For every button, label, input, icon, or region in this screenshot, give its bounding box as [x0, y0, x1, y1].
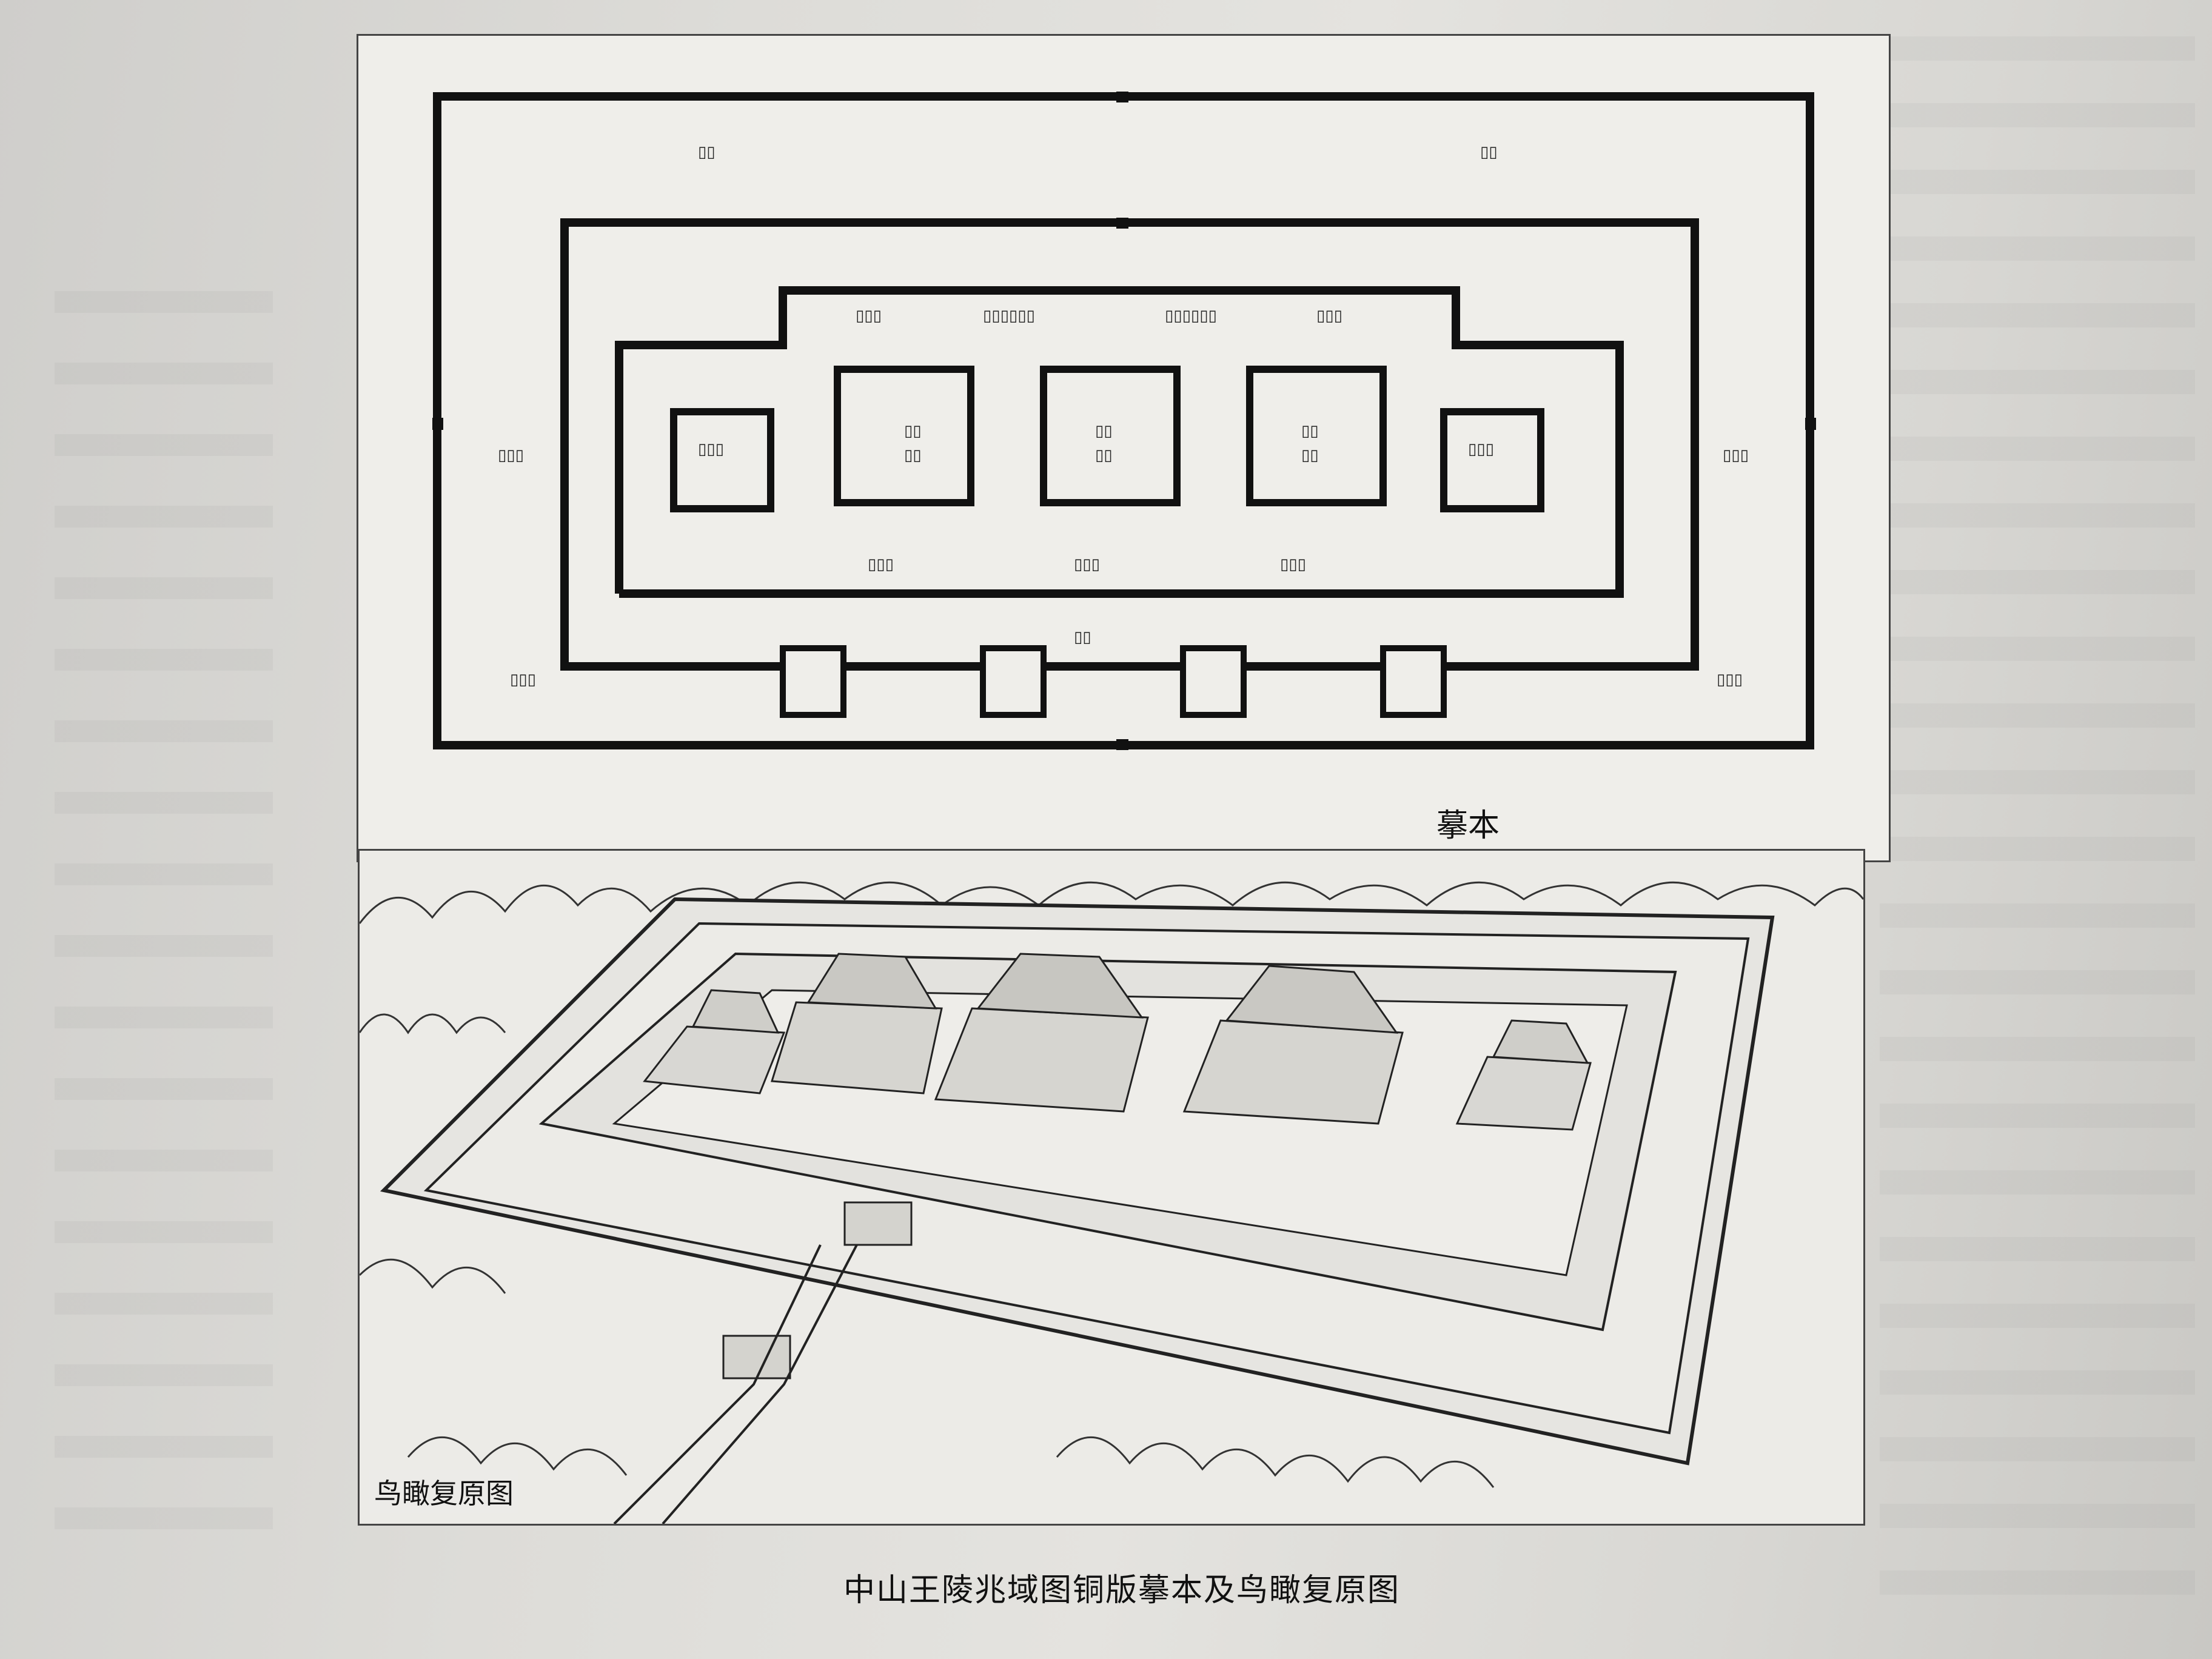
aerial-hall-1 — [643, 989, 786, 1094]
svg-text:▯▯: ▯▯ — [904, 422, 922, 440]
small-hall-2 — [980, 645, 1047, 718]
svg-text:▯▯▯: ▯▯▯ — [498, 446, 524, 464]
view-label: 鸟瞰复原图 — [369, 1470, 518, 1513]
svg-text:▯▯▯: ▯▯▯ — [856, 307, 882, 325]
aerial-view-figure: 鸟瞰复原图 — [358, 849, 1865, 1526]
hall-3 — [1246, 366, 1387, 506]
svg-text:▯▯: ▯▯ — [1480, 143, 1498, 161]
plan-figure: ▯▯▯▯ ▯▯▯▯ ▯▯▯▯ ▯▯▯▯▯▯ ▯▯▯▯▯▯▯▯▯▯▯▯ ▯▯▯▯▯… — [357, 34, 1891, 862]
inner-wall — [560, 218, 1699, 671]
small-hall-3 — [1180, 645, 1247, 718]
svg-text:▯▯▯: ▯▯▯ — [868, 555, 894, 574]
svg-text:▯▯: ▯▯ — [1095, 422, 1113, 440]
svg-text:▯▯▯: ▯▯▯ — [1074, 555, 1100, 574]
aerial-hall-3-king — [934, 953, 1149, 1113]
bleed-through-text-left — [55, 291, 273, 1564]
aerial-hall-5 — [1455, 1019, 1592, 1131]
side-hall-left — [670, 408, 774, 512]
svg-text:▯▯▯: ▯▯▯ — [1316, 307, 1342, 325]
svg-text:▯▯▯: ▯▯▯ — [698, 440, 724, 458]
aerial-hall-2 — [771, 953, 943, 1094]
svg-text:▯▯▯: ▯▯▯ — [1468, 440, 1494, 458]
aerial-gate-inner — [843, 1201, 913, 1246]
hall-2-king — [1040, 366, 1181, 506]
small-hall-1 — [780, 645, 846, 718]
svg-text:▯▯▯: ▯▯▯ — [510, 671, 536, 689]
svg-text:▯▯▯▯▯▯: ▯▯▯▯▯▯ — [1165, 307, 1217, 325]
aerial-hall-4 — [1182, 965, 1404, 1125]
svg-text:▯▯▯▯▯▯: ▯▯▯▯▯▯ — [983, 307, 1035, 325]
svg-text:▯▯▯: ▯▯▯ — [1723, 446, 1749, 464]
side-hall-right — [1440, 408, 1544, 512]
aerial-gate-outer — [722, 1335, 791, 1379]
small-hall-4 — [1380, 645, 1447, 718]
svg-text:▯▯: ▯▯ — [1301, 446, 1319, 464]
svg-text:▯▯▯: ▯▯▯ — [1280, 555, 1306, 574]
svg-text:▯▯: ▯▯ — [698, 143, 716, 161]
plan-caption: 摹本 — [1436, 808, 1500, 844]
figure-caption: 中山王陵兆域图铜版摹本及鸟瞰复原图 — [843, 1572, 1400, 1609]
plan-diagram-icon: ▯▯▯▯ ▯▯▯▯ ▯▯▯▯ ▯▯▯▯▯▯ ▯▯▯▯▯▯▯▯▯▯▯▯ ▯▯▯▯▯… — [432, 92, 1816, 750]
bleed-through-text-right — [1880, 36, 2195, 1637]
terrace-outline — [615, 286, 1624, 598]
svg-text:▯▯: ▯▯ — [1301, 422, 1319, 440]
aerial-reconstruction-icon — [360, 881, 1863, 1524]
svg-text:▯▯: ▯▯ — [1095, 446, 1113, 464]
svg-text:▯▯: ▯▯ — [904, 446, 922, 464]
svg-text:▯▯▯: ▯▯▯ — [1717, 671, 1743, 689]
hall-1 — [834, 366, 974, 506]
svg-text:▯▯: ▯▯ — [1074, 628, 1091, 646]
